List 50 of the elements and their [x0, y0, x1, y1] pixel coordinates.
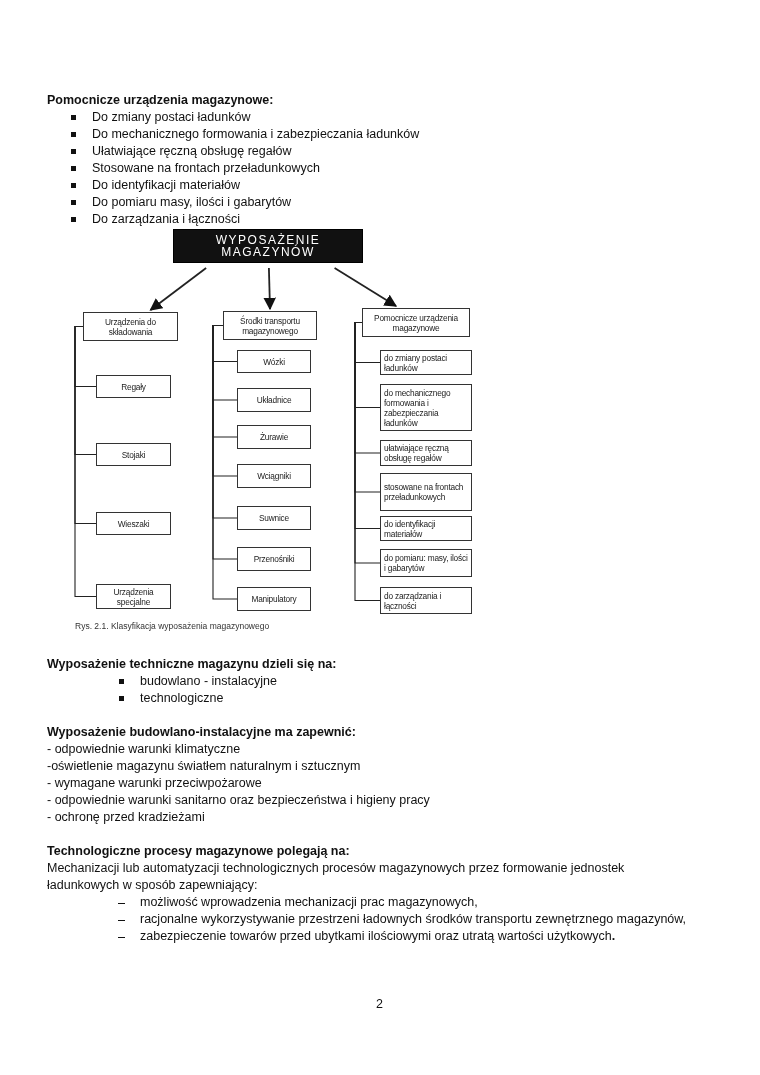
item-box: Urządzenia specjalne: [96, 584, 171, 609]
item-box: do zmiany postaci ładunków: [380, 350, 472, 375]
section-heading: Wyposażenie budowlano-instalacyjne ma zapewnić:: [47, 724, 356, 741]
list-item: Do mechanicznego formowania i zabezpieczania ładunków: [92, 126, 420, 143]
section-heading: Wyposażenie techniczne magazynu dzieli się na:: [47, 656, 337, 673]
item-box: do mechanicznego formowania i zabezpieczania ładunków: [380, 384, 472, 431]
list-item: technologiczne: [140, 690, 224, 707]
text-line: - ochronę przed kradzieżami: [47, 809, 205, 826]
category-box: Urządzenia do składowania: [83, 312, 178, 341]
list-item: Ułatwiające ręczną obsługę regałów: [92, 143, 292, 160]
item-box: do pomiaru: masy, ilości i gabarytów: [380, 549, 472, 577]
list-item: Do zarządzania i łączności: [92, 211, 240, 228]
text-line: - odpowiednie warunki sanitarno oraz bezpieczeństwa i higieny pracy: [47, 792, 430, 809]
category-box: Środki transportu magazynowego: [223, 311, 317, 340]
item-box: Przenośniki: [237, 547, 311, 571]
section-heading: Pomocnicze urządzenia magazynowe:: [47, 92, 274, 109]
item-box: Suwnice: [237, 506, 311, 530]
arrow: [149, 267, 208, 311]
item-box: Wciągniki: [237, 464, 311, 488]
list-item: budowlano - instalacyjne: [140, 673, 277, 690]
item-box: Stojaki: [96, 443, 171, 466]
list-item: możliwość wprowadzenia mechanizacji prac magazynowych,: [140, 894, 478, 911]
category-box: Pomocnicze urządzenia magazynowe: [362, 308, 470, 337]
list-item: zabezpieczenie towarów przed ubytkami ilościowymi oraz utratą wartości użytkowych.: [140, 928, 616, 945]
item-box: Układnice: [237, 388, 311, 412]
list-item: Do pomiaru masy, ilości i gabarytów: [92, 194, 292, 211]
item-box: stosowane na frontach przeładunkowych: [380, 473, 472, 511]
item-box: do identyfikacji materiałów: [380, 516, 472, 541]
list-item: Do identyfikacji materiałów: [92, 177, 240, 194]
text-line: -oświetlenie magazynu światłem naturalnym i sztucznym: [47, 758, 361, 775]
arrow: [263, 267, 276, 311]
text-line: - wymagane warunki przeciwpożarowe: [47, 775, 262, 792]
item-box: Manipulatory: [237, 587, 311, 611]
figure-caption: Rys. 2.1. Klasyfikacja wyposażenia magazynowego: [75, 620, 270, 632]
section-heading: Technologiczne procesy magazynowe polegają na:: [47, 843, 350, 860]
item-box: Żurawie: [237, 425, 311, 449]
list-item: Do zmiany postaci ładunków: [92, 109, 251, 126]
item-box: Wieszaki: [96, 512, 171, 535]
title-box: WYPOSAŻENIE MAGAZYNÓW: [173, 229, 363, 263]
item-box: Wózki: [237, 350, 311, 373]
item-box: Regały: [96, 375, 171, 398]
arrow: [333, 267, 398, 307]
paragraph: Mechanizacji lub automatyzacji technologicznych procesów magazynowych przez formowanie jednostek ładunkowych w sposób zapewniający:: [47, 860, 626, 894]
connector-line: [74, 325, 97, 598]
list-item: Stosowane na frontach przeładunkowych: [92, 160, 320, 177]
item-box: ułatwiające ręczną obsługę regałów: [380, 440, 472, 466]
list-item: racjonalne wykorzystywanie przestrzeni ładownych środków transportu zewnętrznego magazynów,: [140, 911, 687, 928]
page-number: 2: [376, 996, 383, 1013]
text-line: - odpowiednie warunki klimatyczne: [47, 741, 241, 758]
item-box: do zarządzania i łączności: [380, 587, 472, 614]
